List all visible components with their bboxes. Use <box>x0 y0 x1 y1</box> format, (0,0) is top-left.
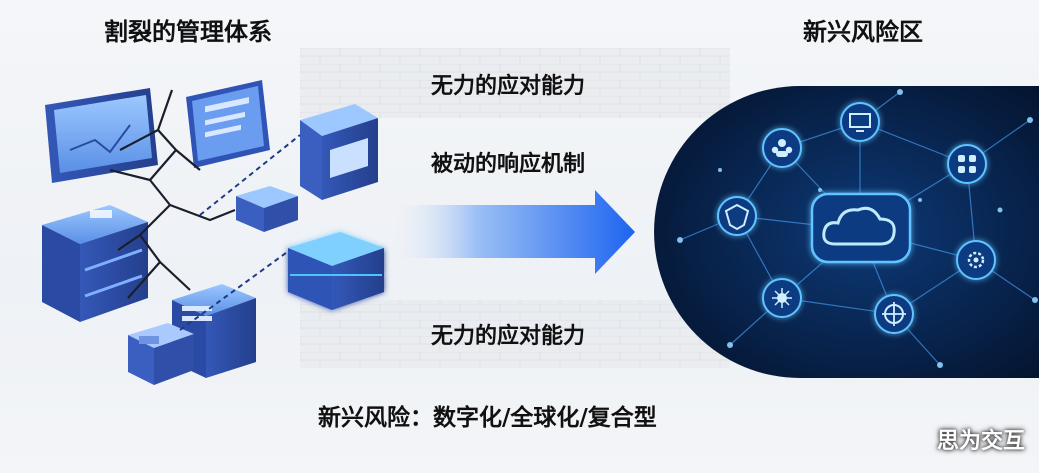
people-icon <box>763 129 801 167</box>
small-box <box>128 323 194 385</box>
risk-network <box>654 86 1039 378</box>
middle-label-top: 无力的应对能力 <box>431 68 585 100</box>
grid-icon <box>948 145 986 183</box>
transition-arrow <box>390 190 635 274</box>
bottom-caption: 新兴风险：数字化/全球化/复合型 <box>318 398 657 432</box>
document-panel <box>186 80 270 168</box>
bug-icon <box>763 279 801 317</box>
middle-label-bottom: 无力的应对能力 <box>431 318 585 350</box>
shield-icon <box>718 197 756 235</box>
target-icon <box>875 295 913 333</box>
screen-panel <box>300 104 378 200</box>
monitor-panel <box>45 88 158 183</box>
left-title: 割裂的管理体系 <box>104 12 272 47</box>
gear-icon <box>957 241 995 279</box>
monitor-icon <box>841 103 879 141</box>
middle-label-center: 被动的响应机制 <box>431 146 585 178</box>
watermark: 思为交互 <box>937 423 1025 455</box>
glowing-drive <box>288 232 384 310</box>
cloud-icon <box>812 194 910 262</box>
right-title: 新兴风险区 <box>803 12 923 47</box>
small-cube <box>236 186 298 232</box>
server-stack-left <box>42 205 148 322</box>
